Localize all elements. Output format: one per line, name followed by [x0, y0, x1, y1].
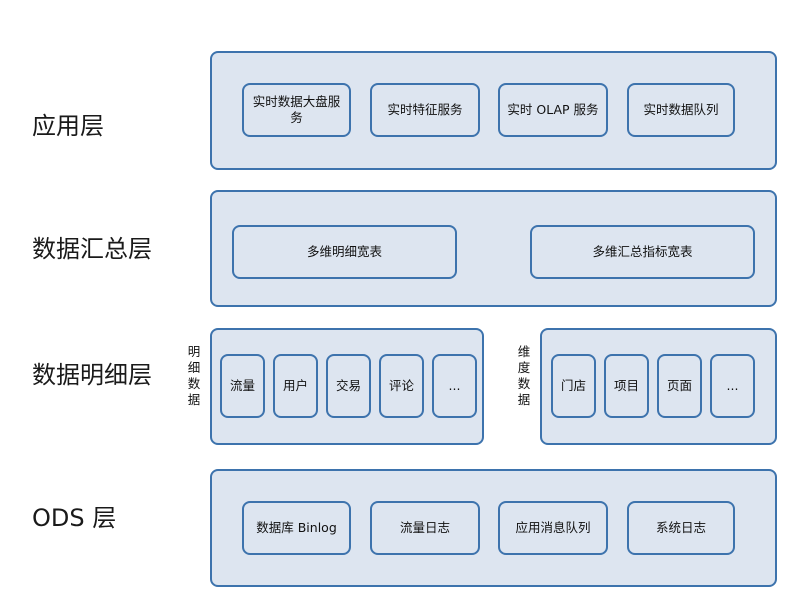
summary-item-multidim-metrics-wide-table: 多维汇总指标宽表 [530, 225, 755, 279]
layer-label-detail: 数据明细层 [32, 361, 152, 389]
layer-label-summary: 数据汇总层 [32, 235, 152, 263]
detail-item-traffic: 流量 [220, 354, 265, 418]
detail-item-more: ... [432, 354, 477, 418]
dim-item-page: 页面 [657, 354, 702, 418]
app-item-realtime-olap-service: 实时 OLAP 服务 [498, 83, 608, 137]
ods-item-database-binlog: 数据库 Binlog [242, 501, 351, 555]
layer-label-ods: ODS 层 [32, 504, 117, 532]
dim-item-store: 门店 [551, 354, 596, 418]
dim-item-more: ... [710, 354, 755, 418]
detail-item-transaction: 交易 [326, 354, 371, 418]
dim-item-project: 项目 [604, 354, 649, 418]
ods-item-app-message-queue: 应用消息队列 [498, 501, 608, 555]
detail-item-user: 用户 [273, 354, 318, 418]
detail-item-review: 评论 [379, 354, 424, 418]
dim-group-title: 维度数据 [517, 344, 531, 407]
summary-item-multidim-detail-wide-table: 多维明细宽表 [232, 225, 457, 279]
app-item-realtime-feature-service: 实时特征服务 [370, 83, 480, 137]
layer-label-app: 应用层 [32, 112, 104, 140]
detail-group-title: 明细数据 [187, 344, 201, 407]
app-item-realtime-data-queue: 实时数据队列 [627, 83, 735, 137]
ods-item-system-log: 系统日志 [627, 501, 735, 555]
app-item-realtime-dashboard-service: 实时数据大盘服务 [242, 83, 351, 137]
ods-item-traffic-log: 流量日志 [370, 501, 480, 555]
